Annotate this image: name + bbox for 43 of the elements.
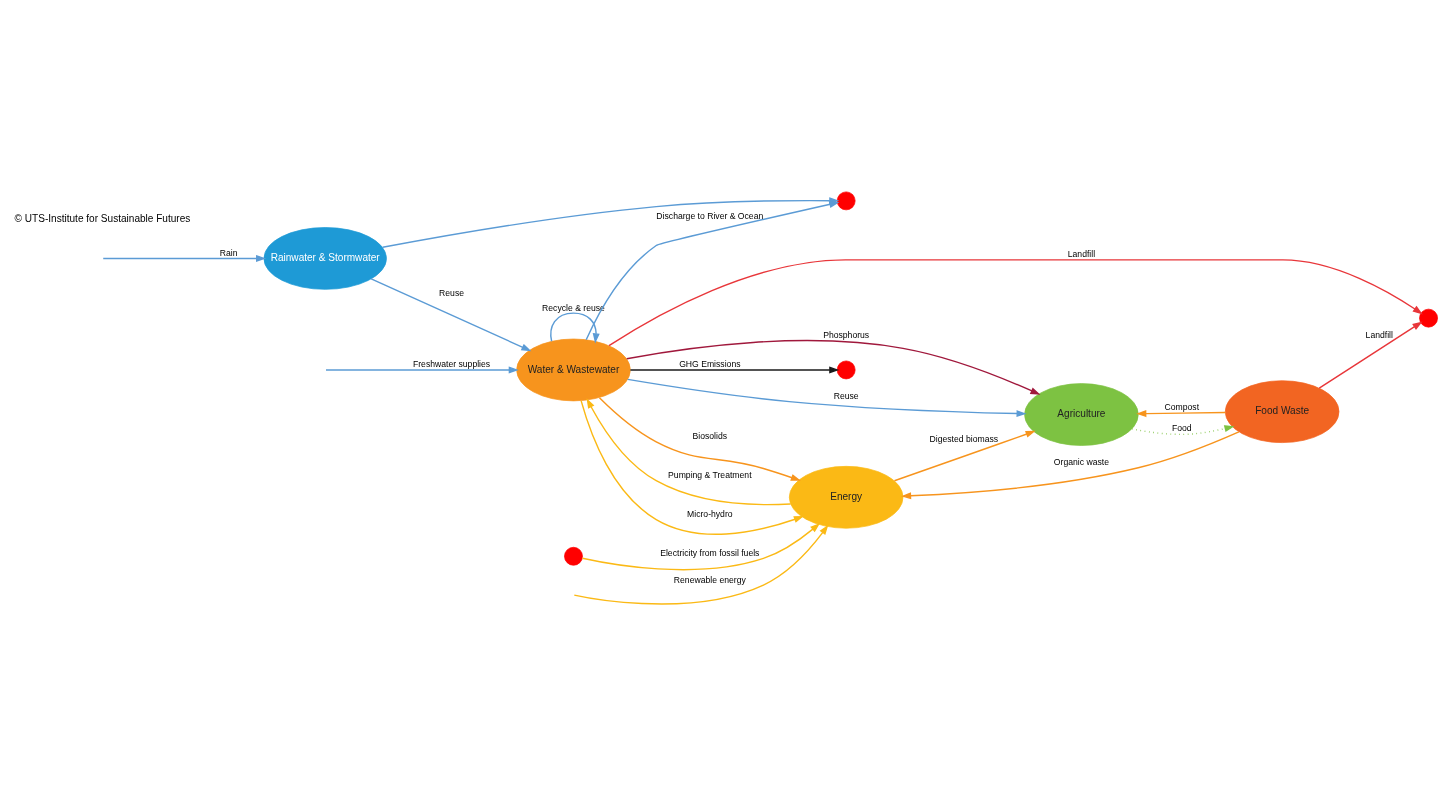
arrow [1131,424,1235,435]
edge-label: Freshwater supplies [412,359,491,369]
arrow [550,311,600,343]
node-circle [836,360,856,379]
node-circle [836,191,856,210]
arrow [573,522,829,605]
edge-label: Phosphorus [823,329,870,340]
edge-label: Compost [1164,401,1200,412]
arrow [901,430,1240,499]
edge-label: Micro-hydro [687,508,733,519]
edge-label: Food [1171,422,1192,433]
edge-label: Rain [219,247,238,258]
edge-label: Electricity from fossil fuels [660,547,760,558]
arrow [598,396,801,481]
arrow [893,430,1036,481]
edge-label: Reuse [833,390,859,401]
edge-label: Digested biomass [929,433,999,444]
arrow [580,399,804,535]
edge-label: Biosolids [692,430,728,441]
edge-label: Landfill [1067,248,1096,259]
edge-label: Landfill [1365,329,1393,340]
edge-label: Reuse [439,287,465,298]
label: © UTS-Institute for Sustainable Futures [14,212,191,224]
arrow [629,365,840,373]
arrow [1318,321,1423,389]
arrow [581,522,821,570]
edge-label: Discharge to River & Ocean [656,210,764,221]
edge-label: Organic waste [1053,456,1109,467]
arrow [325,365,519,373]
node-ellipse: Water & Wastewater [516,338,631,401]
node-circle [564,546,583,566]
arrow [370,277,532,351]
node-ellipse: Rainwater & Stormwater [263,226,387,290]
arrow [586,397,792,505]
arrow [608,258,1423,346]
arrow [1136,409,1226,417]
node-circle [1419,308,1438,327]
arrow [627,378,1027,417]
arrow [626,339,1041,395]
arrow [102,254,267,262]
edge-label: Renewable energy [673,574,746,585]
edge-label: Pumping & Treatment [668,469,752,480]
edge-label: GHG Emissions [679,359,741,369]
